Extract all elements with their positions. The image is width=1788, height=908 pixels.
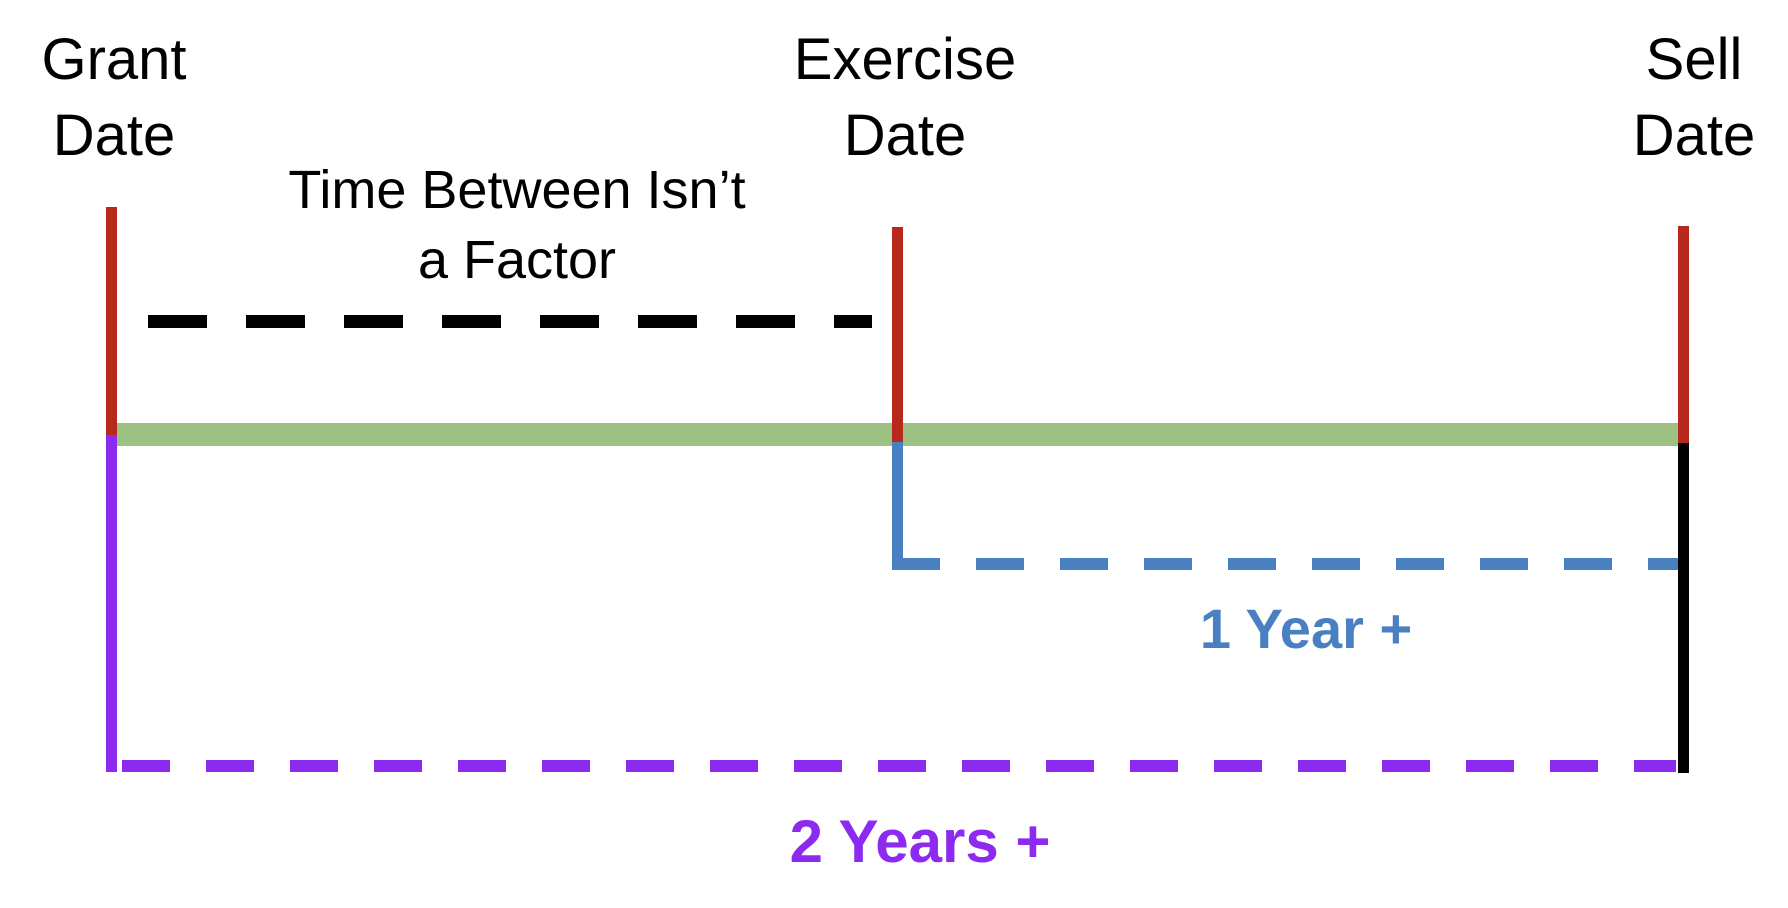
grant-date-tick (106, 207, 117, 435)
one-year-label: 1 Year + (1199, 597, 1413, 660)
sell-date-tick (1678, 226, 1689, 443)
two-years-label: 2 Years + (789, 808, 1051, 875)
grant-date-label: Grant Date (41, 27, 187, 168)
exercise-date-label: Exercise Date (793, 27, 1017, 168)
sell-date-label: Sell Date (1632, 27, 1756, 168)
time-between-label: Time Between Isn’t a Factor (288, 160, 746, 290)
two-years-vertical-connector (106, 435, 117, 772)
exercise-date-tick (892, 227, 903, 442)
sell-date-vertical-connector (1678, 443, 1689, 773)
one-year-vertical-connector (892, 442, 903, 568)
